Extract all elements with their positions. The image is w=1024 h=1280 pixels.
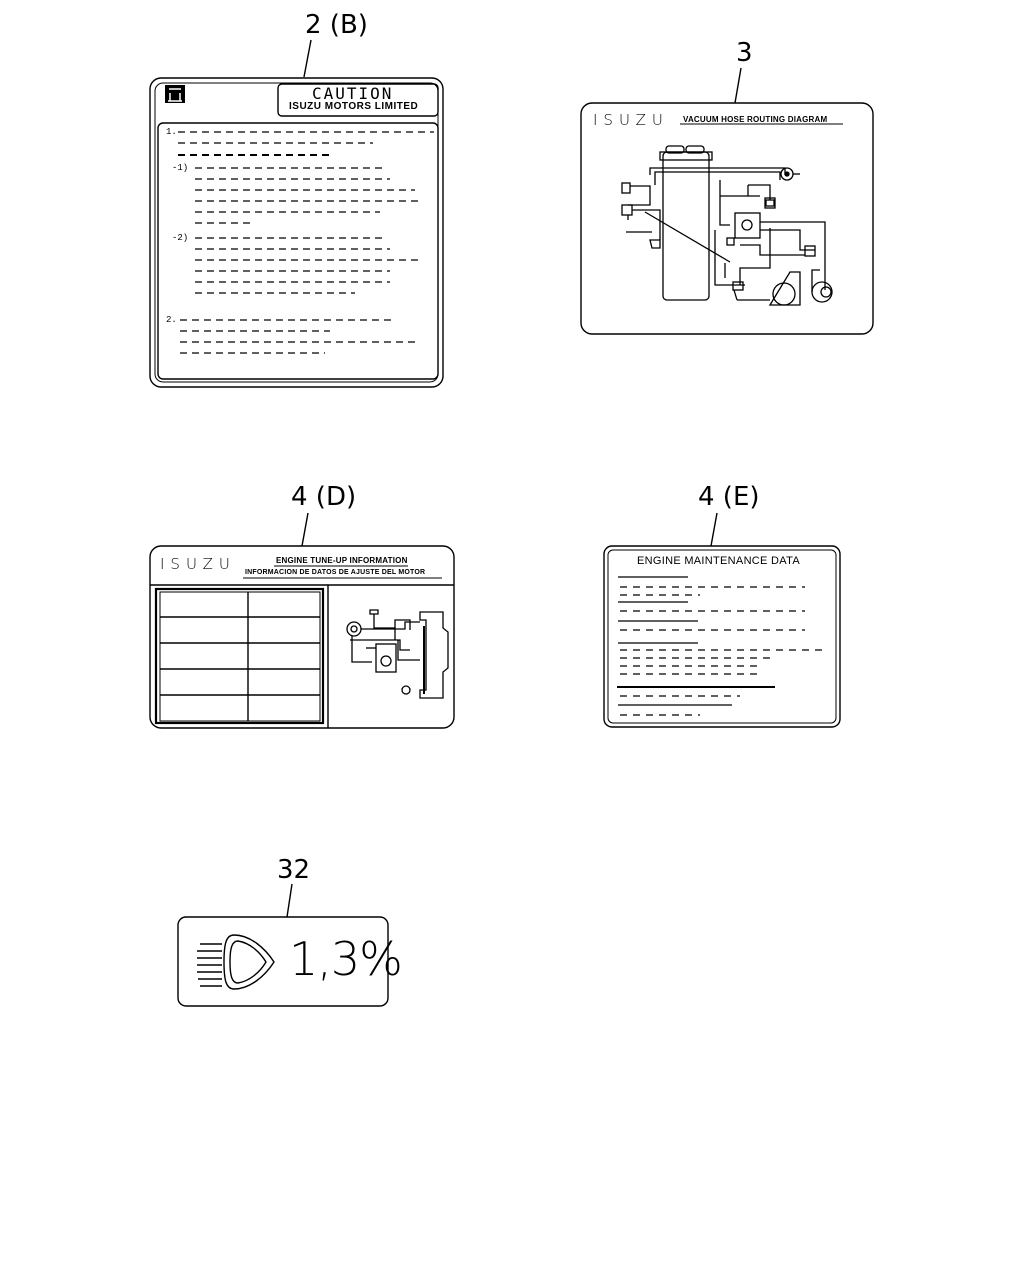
- tune-up-label: [149, 545, 455, 729]
- caution-label: [149, 77, 444, 388]
- headlamp-icon: [197, 934, 275, 990]
- vacuum-label-title: VACUUM HOSE ROUTING DIAGRAM: [683, 115, 828, 124]
- callout-3: 3: [736, 38, 753, 68]
- tune-up-table: [154, 587, 325, 725]
- maintenance-title: ENGINE MAINTENANCE DATA: [637, 555, 800, 567]
- callout-4e: 4 (E): [698, 482, 760, 512]
- caution-item-2: 2.: [166, 315, 177, 325]
- headlamp-percent: 1,3%: [289, 932, 403, 986]
- tune-up-title-es: INFORMACION DE DATOS DE AJUSTE DEL MOTOR: [245, 569, 426, 576]
- caution-item-1-1: -1): [172, 163, 189, 173]
- callout-2b: 2 (B): [305, 10, 368, 40]
- maintenance-data-label: [603, 545, 841, 728]
- vacuum-hose-label: [580, 102, 874, 335]
- tune-up-brand: ISUZU: [160, 555, 236, 573]
- callout-32: 32: [277, 855, 311, 885]
- tune-up-engine-diagram: [346, 609, 449, 699]
- leader-lines: [286, 39, 742, 918]
- vacuum-hose-diagram: [621, 145, 833, 306]
- caution-title: CAUTION: [312, 84, 394, 103]
- caution-item-1-2: -2): [172, 233, 189, 243]
- headlamp-label: [177, 916, 389, 1007]
- caution-subtitle: ISUZU MOTORS LIMITED: [289, 101, 419, 112]
- caution-text-lines: [178, 131, 434, 354]
- caution-item-1: 1.: [166, 127, 177, 137]
- vacuum-label-brand: ISUZU: [593, 111, 669, 129]
- tune-up-title-en: ENGINE TUNE-UP INFORMATION: [276, 556, 408, 565]
- callout-4d: 4 (D): [291, 482, 357, 512]
